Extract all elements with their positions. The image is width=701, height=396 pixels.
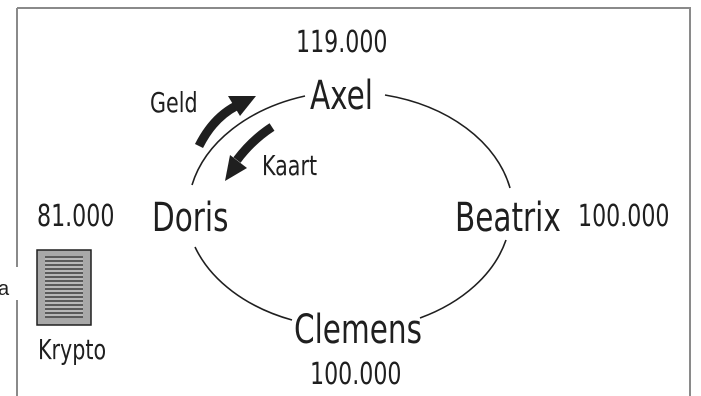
ring-arc-axel-beatrix (384, 94, 511, 189)
ring (191, 94, 511, 321)
doris-amount: 81.000 (37, 199, 115, 234)
beatrix-amount: 100.000 (578, 199, 670, 234)
card-arrow (225, 123, 275, 181)
krypto-device-icon (36, 249, 92, 326)
edge-text-fragment: a (0, 278, 10, 300)
ring-arc-doris-axel (191, 95, 306, 186)
krypto-label: Krypto (38, 333, 107, 366)
axel-name: Axel (310, 73, 373, 119)
doris-name: Doris (152, 195, 229, 241)
beatrix-name: Beatrix (455, 195, 561, 241)
axel-amount: 119.000 (296, 25, 388, 60)
clemens-amount: 100.000 (310, 357, 402, 392)
money-arrow (194, 96, 256, 149)
ring-arc-clemens-doris (194, 246, 293, 321)
money-arrow-label: Geld (150, 86, 198, 119)
card-arrow-label: Kaart (262, 149, 318, 182)
clemens-name: Clemens (294, 307, 422, 353)
ring-arc-beatrix-clemens (419, 239, 507, 319)
